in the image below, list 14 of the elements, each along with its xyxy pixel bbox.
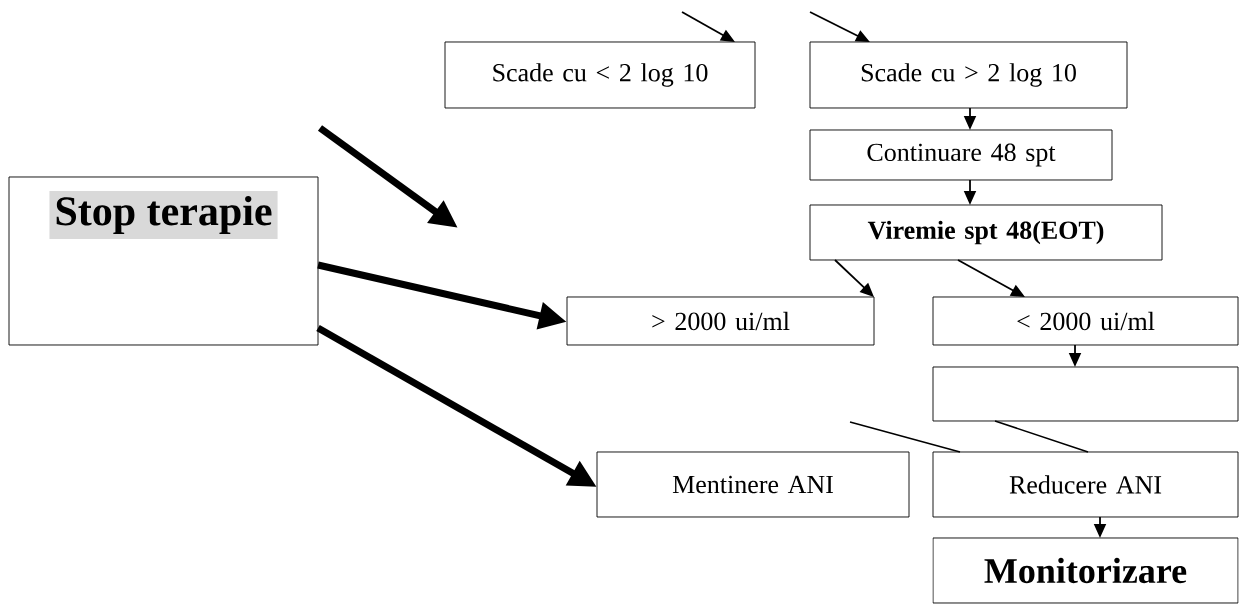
process-box: Scade cu < 2 log 10	[444, 41, 756, 109]
arrow	[834, 259, 874, 297]
process-box: Scade cu > 2 log 10	[809, 41, 1128, 109]
connector-line	[994, 420, 1089, 453]
process-box: Monitorizare	[932, 537, 1239, 604]
process-box: Mentinere ANI	[596, 451, 910, 518]
process-box: > 2000 ui/ml	[566, 296, 875, 346]
process-box: Reducere ANI	[932, 451, 1239, 518]
connector-line	[849, 421, 961, 453]
process-box: Viremie spt 48(EOT)	[809, 204, 1163, 261]
process-box: Continuare 48 spt	[809, 129, 1113, 181]
process-box	[932, 366, 1239, 422]
process-box: < 2000 ui/ml	[932, 296, 1239, 346]
stop-box: Stop terapie	[8, 176, 319, 346]
